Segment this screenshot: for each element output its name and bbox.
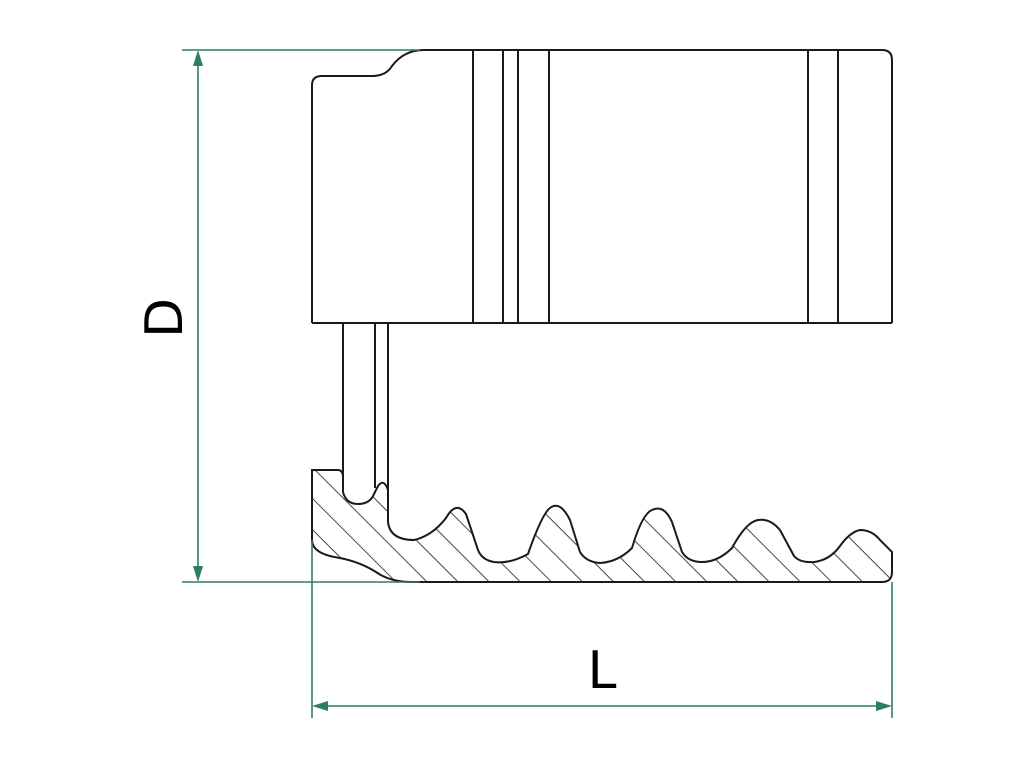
dimension-label-l: L <box>588 641 617 701</box>
dimension-l <box>311 540 893 718</box>
arrow-down <box>193 566 203 582</box>
ferrule-section-view <box>311 323 893 583</box>
dimension-d <box>182 49 420 583</box>
arrow-right <box>876 701 892 711</box>
arrow-up <box>193 50 203 66</box>
outer-profile-top <box>311 49 893 323</box>
ferrule-external-view <box>311 49 893 324</box>
hatched-wall-section <box>311 469 893 583</box>
dimension-label-d: D <box>135 298 195 338</box>
arrow-left <box>312 701 328 711</box>
